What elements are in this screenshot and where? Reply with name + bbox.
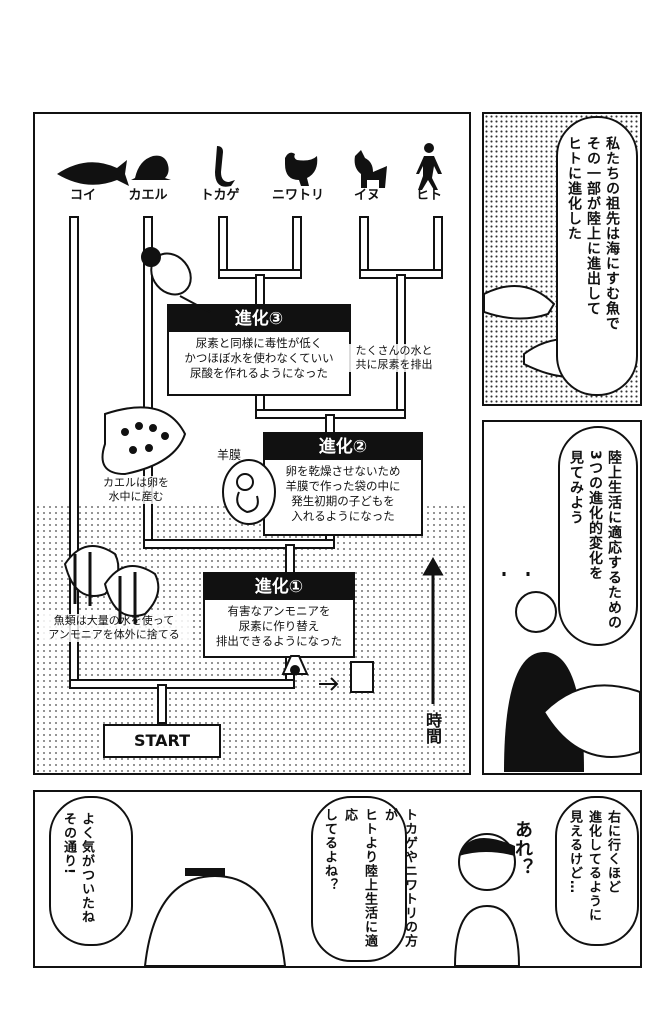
step-3-title: 進化③ <box>169 306 349 332</box>
note-bird-urea: たくさんの水と 共に尿素を排出 <box>339 344 449 372</box>
angelfish-illustration <box>63 545 160 624</box>
woman-head <box>515 591 557 633</box>
chicken-icon <box>285 152 318 186</box>
boy-hair <box>459 838 515 856</box>
three-changes-text: 陸上生活に適応するための 3つの進化的変化を 見てみよう <box>568 450 622 630</box>
time-arrow-icon <box>422 556 444 704</box>
speech-bubble-ancestor <box>556 116 638 396</box>
evolution-step-2: 進化② 卵を乾燥させないため 羊膜で作った袋の中に 発生初期の子どもを 入れるよ… <box>263 432 423 536</box>
animal-label-carp: コイ <box>69 188 96 203</box>
step-1-title: 進化① <box>205 574 353 600</box>
whale-with-hat <box>143 874 287 966</box>
evolution-step-1: 進化① 有害なアンモニアを 尿素に作り替え 排出できるようになった <box>203 572 355 658</box>
step-2-title: 進化② <box>265 434 421 460</box>
speech-bubble-middle <box>311 796 407 962</box>
ancestor-text: 私たちの祖先は海にすむ魚で その一部が陸上に進出して ヒトに進化した <box>566 136 620 331</box>
character-illustration <box>502 572 640 772</box>
step-3-description: 尿素と同様に毒性が低く かつほぼ水を使わなくていい 尿酸を作れるようになった <box>184 336 334 380</box>
middle-speech-text: トカゲやニワトリの方が ヒトより陸上生活に適応 してるよね？ <box>322 808 417 948</box>
chemistry-illustration <box>281 655 374 693</box>
animal-icons <box>57 143 442 190</box>
whale-body <box>542 684 640 758</box>
panel-bottom-conversation: よく気がついたね その通り! トカゲやニワトリの方が ヒトより陸上生活に適応 し… <box>33 790 642 968</box>
graduation-hat <box>185 868 225 876</box>
embryo-illustration <box>222 459 276 525</box>
panel-three-changes: 陸上生活に適応するための 3つの進化的変化を 見てみよう <box>482 420 642 775</box>
animal-label-human: ヒト <box>415 188 442 203</box>
start-label: START <box>103 724 221 758</box>
speech-bubble-left <box>49 796 133 946</box>
dog-icon <box>354 150 387 188</box>
carp-icon <box>57 160 129 186</box>
human-head-icon <box>424 143 434 153</box>
are-exclamation: あれ？ <box>512 820 533 877</box>
illustrations <box>63 247 444 704</box>
boy-body <box>453 904 521 966</box>
left-speech-text: よく気がついたね その通り! <box>61 812 94 924</box>
frog-eggs-illustration <box>101 406 187 476</box>
note-frog-eggs: カエルは卵を 水中に産む <box>91 476 181 504</box>
animal-label-dog: イヌ <box>353 188 380 203</box>
evolution-step-3: 進化③ 尿素と同様に毒性が低く かつほぼ水を使わなくていい 尿酸を作れるようにな… <box>167 304 351 396</box>
speech-bubble-right <box>555 796 639 946</box>
thinking-marks <box>502 572 530 576</box>
animal-label-lizard: トカゲ <box>200 188 240 203</box>
animal-label-chicken: ニワトリ <box>271 188 324 203</box>
panel-ancestor-fish: 私たちの祖先は海にすむ魚で その一部が陸上に進出して ヒトに進化した <box>482 112 642 406</box>
panel-evolution-tree: コイ カエル トカゲ ニワトリ イヌ ヒト 進化③ 尿素と同様に毒性が低く かつ… <box>33 112 471 775</box>
note-fish-ammonia: 魚類は大量の水を使って アンモニアを体外に捨てる <box>39 614 189 642</box>
animal-label-frog: カエル <box>128 188 168 203</box>
bottom-illustrations <box>143 833 521 966</box>
amnion-label: 羊膜 <box>217 448 242 462</box>
time-label: 時間 <box>423 712 442 744</box>
frog-icon <box>131 155 171 180</box>
join-tetrapod <box>143 539 335 549</box>
join-root <box>69 679 295 689</box>
stem-root <box>157 684 167 724</box>
step-2-description: 卵を乾燥させないため 羊膜で作った袋の中に 発生初期の子どもを 入れるようになっ… <box>285 464 401 523</box>
lizard-icon <box>215 146 235 187</box>
right-speech-text: 右に行くほど 進化してるように 見えるけど… <box>567 810 620 922</box>
step-1-description: 有害なアンモニアを 尿素に作り替え 排出できるようになった <box>215 604 343 648</box>
human-icon <box>416 156 442 190</box>
speech-bubble-three-changes <box>558 426 638 646</box>
sparrow-illustration <box>141 247 211 313</box>
